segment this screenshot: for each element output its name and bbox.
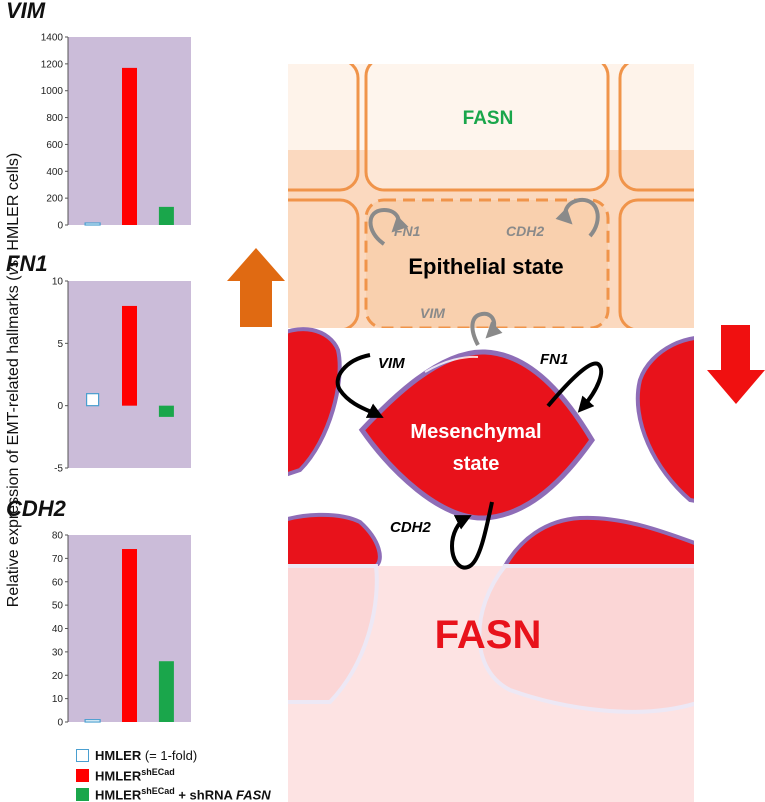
- vim-loop-black: [335, 353, 384, 418]
- y-tick-label: 0: [57, 718, 63, 729]
- y-tick-label: 10: [52, 694, 64, 705]
- mesenchymal-cell: [288, 512, 382, 568]
- legend-swatch-shrna: [76, 788, 89, 802]
- epi-fn1-label: FN1: [394, 223, 421, 239]
- bar: [84, 719, 101, 723]
- bar: [122, 549, 137, 722]
- y-tick-label: 50: [52, 601, 64, 612]
- epithelial-cell: [288, 64, 360, 192]
- fn1-loop-gray: [368, 207, 409, 246]
- y-tick-label: 200: [46, 194, 63, 205]
- y-tick-label: -5: [54, 464, 63, 475]
- chart-title: CDH2: [6, 496, 67, 521]
- epithelial-cell: [618, 64, 694, 192]
- y-tick-label: 80: [52, 531, 64, 542]
- mesenchymal-cell: [501, 515, 694, 568]
- y-tick-label: 1200: [41, 59, 64, 70]
- chart-title: VIM: [6, 0, 46, 23]
- legend-label-hmler: HMLER: [95, 748, 142, 763]
- epi-cdh2-label: CDH2: [506, 223, 544, 239]
- y-tick-label: 800: [46, 113, 63, 124]
- y-tick-label: 0: [57, 221, 63, 232]
- legend-label-shrna: HMLER: [95, 787, 142, 802]
- fasn-label-top: FASN: [463, 108, 514, 129]
- mesenchymal-cell: [288, 327, 342, 477]
- cdh2-loop-gray: [555, 197, 600, 238]
- bar: [122, 305, 137, 406]
- y-tick-label: 60: [52, 577, 64, 588]
- mesenchymal-state-label-2: state: [453, 453, 500, 475]
- y-tick-label: 10: [52, 277, 64, 288]
- bar: [122, 67, 137, 225]
- legend-note-hmler: (= 1-fold): [144, 748, 198, 763]
- legend-gene-shrna: FASN: [236, 787, 271, 802]
- epithelial-cell: [364, 64, 610, 192]
- bar: [85, 393, 100, 407]
- y-tick-label: 1000: [41, 86, 64, 97]
- cdh2-loop-black: [449, 501, 494, 570]
- bar: [158, 661, 174, 722]
- legend-item-shrna: HMLERshECad + shRNA FASN: [76, 786, 271, 802]
- legend-swatch-shecad: [76, 769, 89, 783]
- y-axis-label: Relative expression of EMT-related hallm…: [5, 153, 22, 607]
- y-tick-label: 20: [52, 671, 64, 682]
- mesenchymal-state-label-1: Mesenchymal: [410, 421, 541, 443]
- legend-suffix-shrna: + shRNA: [174, 787, 237, 802]
- y-tick-label: 40: [52, 624, 64, 635]
- fn1-loop-black: [546, 361, 604, 413]
- arrow-down-icon: [707, 325, 765, 404]
- legend-label-shecad: HMLER: [95, 768, 142, 784]
- legend-sup-shrna: shECad: [141, 786, 175, 796]
- chart-title: FN1: [6, 251, 48, 276]
- y-tick-label: 1400: [41, 33, 64, 44]
- legend-swatch-hmler: [76, 749, 89, 762]
- y-tick-label: 400: [46, 167, 63, 178]
- y-tick-label: 70: [52, 554, 64, 565]
- bar: [84, 222, 101, 226]
- bar: [158, 405, 174, 417]
- legend-item-shecad: HMLERshECad: [76, 767, 175, 783]
- mesenchymal-cell-faded: [477, 564, 694, 714]
- mes-fn1-label: FN1: [540, 351, 568, 368]
- mes-cdh2-label: CDH2: [390, 519, 431, 536]
- y-tick-label: 0: [57, 401, 63, 412]
- y-tick-label: 5: [57, 339, 63, 350]
- y-tick-label: 600: [46, 140, 63, 151]
- bar-charts: VIM0200400600800100012001400FN1-50510CDH…: [6, 0, 191, 729]
- bar: [158, 206, 174, 225]
- mesenchymal-cell: [635, 336, 694, 503]
- epi-vim-label: VIM: [420, 305, 445, 321]
- mes-vim-label: VIM: [378, 355, 405, 372]
- arrow-up-icon: [227, 248, 285, 327]
- legend-sup-shecad: shECad: [141, 767, 175, 777]
- emt-diagram: [288, 64, 694, 802]
- legend-item-hmler: HMLER (= 1-fold): [76, 748, 197, 763]
- epithelial-state-label: Epithelial state: [408, 254, 563, 279]
- y-tick-label: 30: [52, 647, 64, 658]
- vim-loop-gray: [470, 311, 503, 346]
- mesenchymal-cell-faded: [288, 564, 379, 704]
- fasn-label-bottom: FASN: [435, 613, 542, 657]
